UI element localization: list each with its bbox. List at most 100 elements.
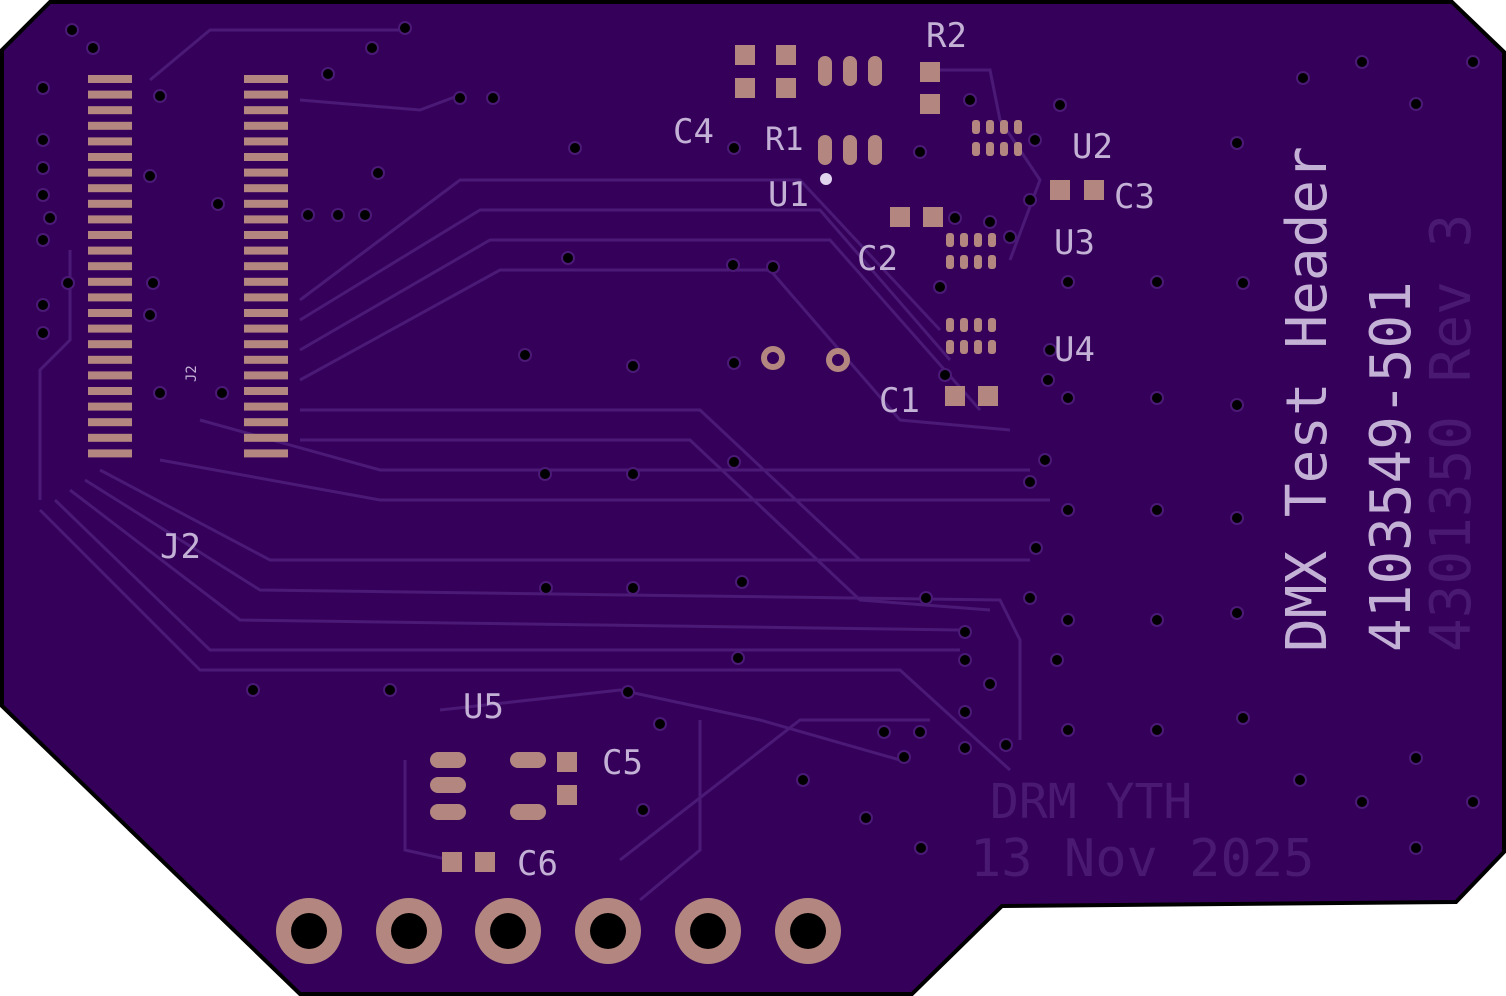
connector-pad <box>88 231 132 239</box>
connector-pad <box>88 418 132 427</box>
via <box>331 208 345 222</box>
ic-pad <box>1000 120 1008 134</box>
via <box>999 738 1013 752</box>
via <box>897 750 911 764</box>
connector-pad <box>88 153 132 161</box>
via <box>726 258 740 272</box>
via <box>1466 55 1480 69</box>
connector-pad <box>244 293 288 302</box>
vias <box>36 21 1480 855</box>
ic-pad <box>974 255 982 269</box>
via <box>859 811 873 825</box>
label-c4: C4 <box>673 112 714 152</box>
connector-pad <box>88 199 132 208</box>
via <box>958 653 972 667</box>
label-c5: C5 <box>602 743 643 783</box>
via <box>538 467 552 481</box>
connector-pad <box>88 121 132 130</box>
via <box>568 141 582 155</box>
via <box>1236 711 1250 725</box>
ic-pad <box>946 318 954 332</box>
connector-pad <box>244 262 288 271</box>
via <box>1050 653 1064 667</box>
connector-pad <box>244 231 288 239</box>
via <box>958 625 972 639</box>
ic-pad <box>1000 142 1008 156</box>
connector-pad <box>88 402 132 411</box>
via <box>211 197 225 211</box>
via <box>653 717 667 731</box>
via <box>398 21 412 35</box>
ic-pad <box>946 233 954 247</box>
label-c1: C1 <box>879 381 920 421</box>
via <box>933 280 947 294</box>
label-u5: U5 <box>463 687 504 727</box>
via <box>1150 613 1164 627</box>
part-number: 4103549-501 <box>1359 281 1424 652</box>
via <box>621 685 635 699</box>
via <box>358 208 372 222</box>
ic-pad <box>946 340 954 354</box>
via <box>1150 723 1164 737</box>
via <box>1150 503 1164 517</box>
header-through-holes <box>276 346 850 964</box>
via <box>1061 275 1075 289</box>
ic-pad <box>1014 120 1022 134</box>
via <box>1028 133 1042 147</box>
connector-pad <box>88 387 132 395</box>
via <box>86 41 100 55</box>
via <box>246 683 260 697</box>
connector-pad <box>244 121 288 130</box>
label-u3: U3 <box>1054 223 1095 263</box>
via <box>1061 503 1075 517</box>
via <box>958 705 972 719</box>
via <box>1230 511 1244 525</box>
via <box>948 211 962 225</box>
ic-pad <box>988 318 996 332</box>
connector-pad <box>244 371 288 380</box>
connector-pad <box>244 309 288 317</box>
label-u2: U2 <box>1072 127 1113 167</box>
via <box>1409 841 1423 855</box>
label-j2-small: J2 <box>184 365 200 382</box>
ic-pad <box>946 255 954 269</box>
via <box>919 591 933 605</box>
connector-pad <box>88 184 132 193</box>
label-u1: U1 <box>768 175 809 215</box>
via <box>143 169 157 183</box>
ic-pad <box>988 255 996 269</box>
ic-pad <box>960 318 968 332</box>
pin1-marker <box>820 173 832 185</box>
via <box>626 581 640 595</box>
connector-pad <box>244 418 288 427</box>
connector-pad <box>88 324 132 333</box>
ic-pad <box>988 340 996 354</box>
connector-pad <box>88 168 132 177</box>
via <box>938 368 952 382</box>
connector-pad <box>88 277 132 286</box>
via <box>1236 276 1250 290</box>
via <box>561 251 575 265</box>
via <box>1061 723 1075 737</box>
connector-pad <box>88 355 132 364</box>
via <box>1230 398 1244 412</box>
connector-pad <box>244 90 288 99</box>
via <box>731 651 745 665</box>
connector-pad <box>244 75 288 83</box>
connector-pad <box>88 215 132 224</box>
via <box>1296 71 1310 85</box>
via <box>983 215 997 229</box>
designer-initials: DRM YTH <box>990 774 1192 830</box>
via <box>796 773 810 787</box>
via <box>1466 795 1480 809</box>
connector-pad <box>244 199 288 208</box>
connector-pad <box>244 449 288 458</box>
ic-pad <box>988 233 996 247</box>
via <box>1230 606 1244 620</box>
connector-pad <box>244 433 288 442</box>
via <box>958 741 972 755</box>
smd-pads <box>430 45 1104 872</box>
via <box>983 677 997 691</box>
ic-pads <box>946 120 1022 354</box>
